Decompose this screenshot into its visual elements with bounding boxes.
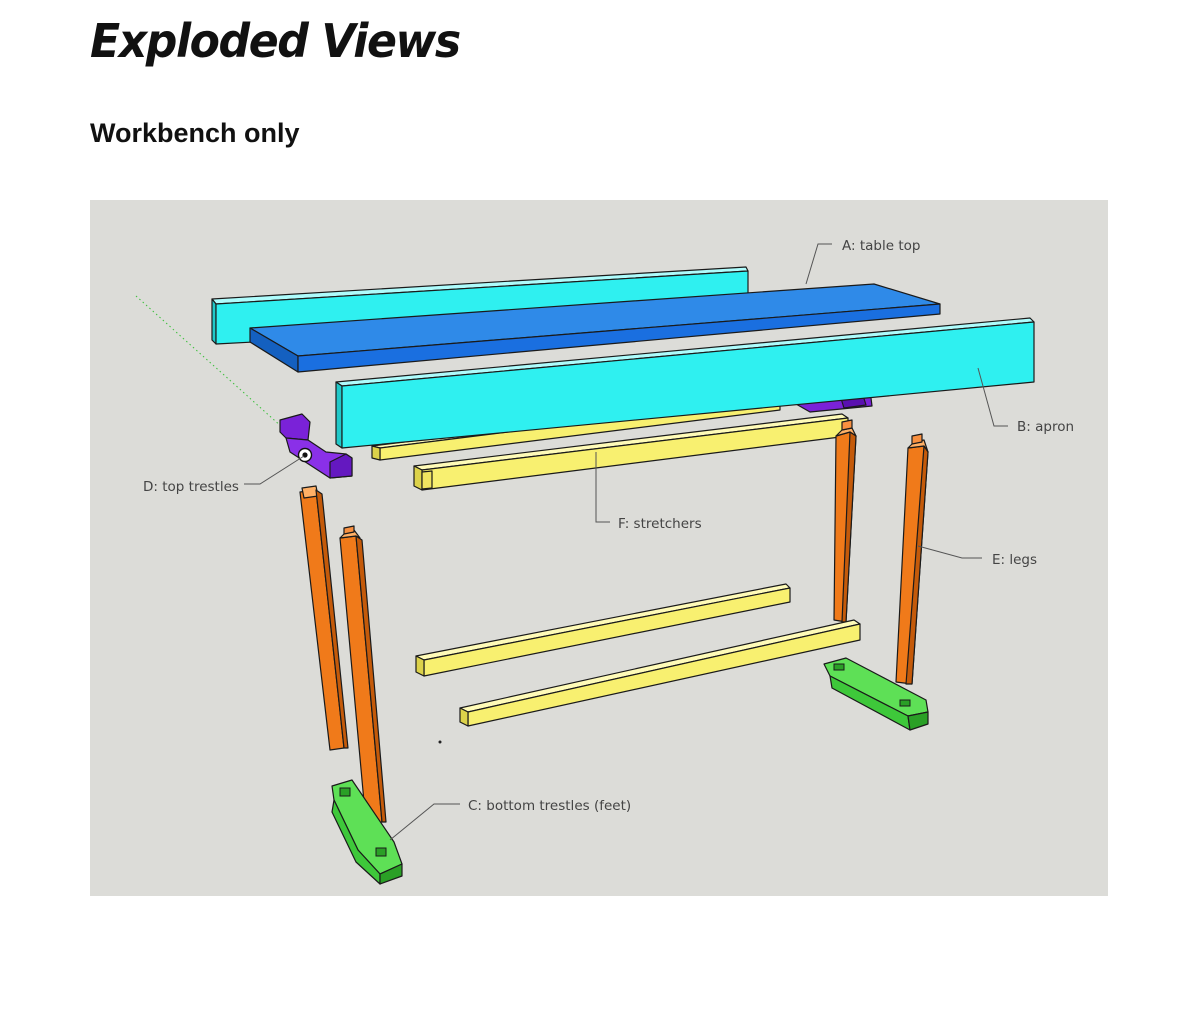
leg-back-left xyxy=(299,485,349,751)
axis-guide xyxy=(135,295,293,437)
bottom-stretcher-front xyxy=(459,619,861,727)
stray-dot xyxy=(438,740,442,744)
page-title: Exploded Views xyxy=(90,14,461,68)
leader-stretchers xyxy=(595,452,610,523)
leader-apron xyxy=(977,367,1008,427)
leader-table-top xyxy=(805,243,832,285)
foot-left xyxy=(331,779,403,885)
bottom-stretcher-back xyxy=(415,583,791,677)
label-top-trestles: D: top trestles xyxy=(143,479,239,495)
leg-front-left xyxy=(339,525,387,825)
leader-bottom-trestles xyxy=(389,803,460,841)
leader-legs xyxy=(917,545,982,559)
section-title: Workbench only xyxy=(90,118,300,148)
leg-back-right xyxy=(833,419,857,623)
leg-front-right xyxy=(895,433,929,685)
top-stretcher-front xyxy=(413,413,849,491)
label-bottom-trestles: C: bottom trestles (feet) xyxy=(468,798,631,814)
exploded-view-diagram: A: table top B: apron F: stretchers E: l… xyxy=(135,238,1074,885)
label-apron: B: apron xyxy=(1017,419,1074,435)
label-legs: E: legs xyxy=(992,552,1037,568)
front-apron xyxy=(335,317,1035,449)
table-top xyxy=(249,283,941,373)
foot-right xyxy=(823,657,929,731)
label-stretchers: F: stretchers xyxy=(618,516,702,532)
cursor-marker-icon xyxy=(297,447,313,463)
exploded-view-figure: A: table top B: apron F: stretchers E: l… xyxy=(90,200,1108,896)
leader-top-trestles xyxy=(244,455,305,485)
label-table-top: A: table top xyxy=(842,238,920,254)
